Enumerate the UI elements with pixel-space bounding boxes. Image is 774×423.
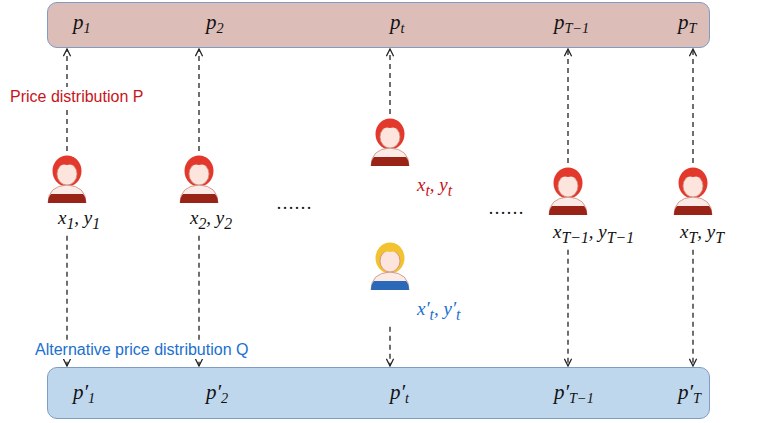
dashed-arrow bbox=[692, 250, 693, 366]
feature-label: xT, yT bbox=[680, 221, 724, 248]
subscript: T−1 bbox=[607, 229, 634, 246]
price-symbol: p′2 bbox=[206, 380, 228, 405]
feature-label: x′t, y′t bbox=[417, 298, 461, 325]
subscript: t bbox=[425, 182, 429, 199]
subscript: T bbox=[689, 20, 697, 36]
dashed-arrow bbox=[567, 250, 568, 366]
price-symbol: p′1 bbox=[73, 380, 95, 405]
feature-label: xt, yt bbox=[417, 174, 452, 201]
subscript: T bbox=[688, 229, 697, 246]
label-row: x′t, y′t bbox=[417, 298, 461, 325]
subscript: t bbox=[405, 390, 409, 406]
person-icon bbox=[545, 165, 591, 215]
feature-label: x2, y2 bbox=[190, 207, 232, 234]
label-row: xt, yt bbox=[417, 174, 452, 201]
subscript: 2 bbox=[224, 215, 232, 232]
dashed-arrow bbox=[567, 49, 568, 163]
price-band: p′1 p′2 p′t p′T−1 p′T bbox=[47, 367, 710, 419]
price-symbol: p′t bbox=[390, 380, 409, 405]
subscript: 2 bbox=[221, 390, 228, 406]
customer-node: xT−1, yT−1 bbox=[545, 165, 634, 248]
subscript: 1 bbox=[84, 20, 91, 36]
price-symbol: p′T−1 bbox=[554, 380, 594, 405]
price-symbol: p1 bbox=[73, 10, 91, 35]
subscript: T−1 bbox=[569, 390, 594, 406]
label-row: x1, y1 bbox=[58, 207, 100, 234]
subscript: t bbox=[448, 182, 452, 199]
person-icon bbox=[670, 165, 716, 215]
dashed-arrow bbox=[198, 49, 199, 151]
customer-node: x1, y1 bbox=[44, 153, 100, 234]
feature-label: xT−1, yT−1 bbox=[553, 221, 634, 248]
customer-node: x′t, y′t bbox=[367, 240, 461, 325]
ellipsis: …… bbox=[486, 198, 526, 220]
person-icon bbox=[367, 116, 413, 166]
price-symbol: p′T bbox=[678, 380, 701, 405]
subscript: T bbox=[693, 390, 701, 406]
price-symbol: pT−1 bbox=[554, 10, 589, 35]
person-icon bbox=[367, 240, 413, 290]
price-symbol: pT bbox=[678, 10, 696, 35]
label-row: x2, y2 bbox=[190, 207, 232, 234]
subscript: t bbox=[456, 306, 460, 323]
dashed-arrow bbox=[692, 49, 693, 163]
subscript: T bbox=[715, 229, 724, 246]
label-row: xT−1, yT−1 bbox=[553, 221, 634, 248]
person-icon bbox=[176, 153, 222, 203]
distribution-label: Alternative price distribution Q bbox=[33, 340, 250, 359]
subscript: 1 bbox=[92, 215, 100, 232]
ellipsis: …… bbox=[274, 193, 314, 215]
customer-node: xT, yT bbox=[670, 165, 724, 248]
price-band: p1 p2 pt pT−1 pT bbox=[47, 2, 710, 48]
subscript: t bbox=[430, 306, 434, 323]
price-symbol: p2 bbox=[206, 10, 224, 35]
dashed-arrow bbox=[389, 49, 390, 114]
feature-label: x1, y1 bbox=[58, 207, 100, 234]
distribution-label: Price distribution P bbox=[8, 87, 145, 106]
subscript: t bbox=[401, 20, 405, 36]
price-symbol: pt bbox=[390, 10, 404, 35]
subscript: 2 bbox=[217, 20, 224, 36]
subscript: 2 bbox=[198, 215, 206, 232]
subscript: 1 bbox=[88, 390, 95, 406]
label-row: xT, yT bbox=[680, 221, 724, 248]
customer-node: xt, yt bbox=[367, 116, 452, 201]
customer-node: x2, y2 bbox=[176, 153, 232, 234]
subscript: T−1 bbox=[561, 229, 588, 246]
person-icon bbox=[44, 153, 90, 203]
subscript: T−1 bbox=[565, 20, 590, 36]
subscript: 1 bbox=[66, 215, 74, 232]
dashed-arrow bbox=[389, 327, 390, 366]
